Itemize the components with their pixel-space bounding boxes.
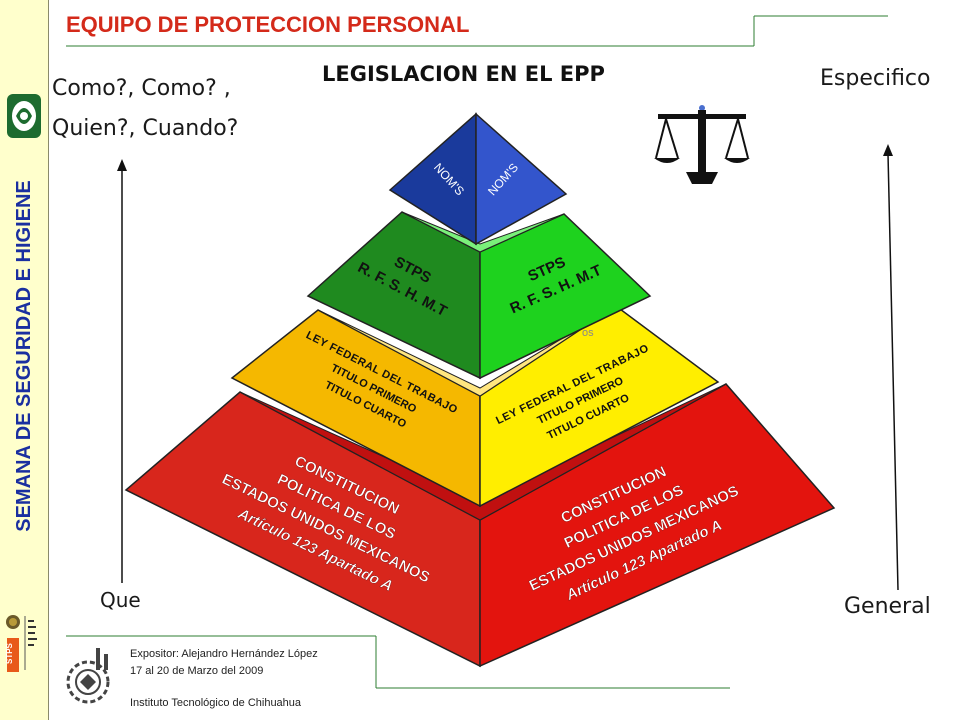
right-top-label: Especifico bbox=[820, 66, 931, 91]
left-bottom-label: Que bbox=[100, 588, 141, 612]
stps-logo-icon: STPS bbox=[3, 608, 45, 678]
sidebar: SEMANA DE SEGURIDAD E HIGIENE STPS bbox=[0, 0, 49, 720]
footer-institute: Instituto Tecnológico de Chihuahua bbox=[130, 697, 302, 709]
right-arrow bbox=[883, 144, 899, 591]
right-bottom-label: General bbox=[844, 594, 931, 619]
question-line-2: Quien?, Cuando? bbox=[52, 116, 239, 141]
question-line-1: Como?, Como? , bbox=[52, 76, 231, 101]
level2-stray-text: os bbox=[582, 327, 594, 339]
left-arrow bbox=[117, 159, 127, 583]
footer-presenter: Expositor: Alejandro Hernández López bbox=[130, 648, 318, 660]
imss-logo-icon bbox=[6, 92, 42, 140]
top-face-right bbox=[475, 112, 568, 246]
footer-dates: 17 al 20 de Marzo del 2009 bbox=[130, 665, 264, 677]
level2-top-strip bbox=[401, 211, 565, 253]
gear-logo-icon bbox=[66, 648, 110, 704]
balance-scale-icon bbox=[654, 105, 750, 184]
header-title: EQUIPO DE PROTECCION PERSONAL bbox=[66, 12, 470, 37]
legislation-title: LEGISLACION EN EL EPP bbox=[322, 62, 605, 86]
